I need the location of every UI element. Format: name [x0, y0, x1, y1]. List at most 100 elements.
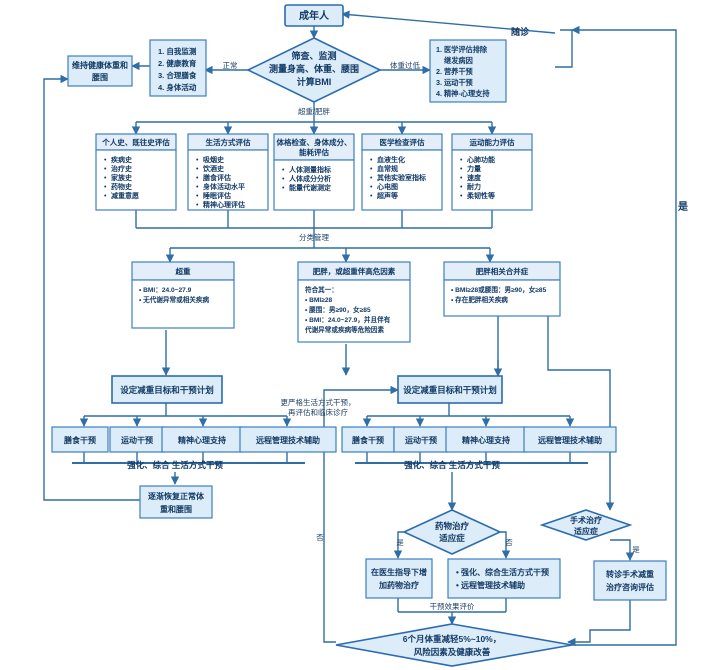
strengthen-left: 强化、综合 生活方式干预	[127, 460, 223, 470]
assess-item: 人体测量指标	[289, 165, 331, 174]
drug-line-1: 药物治疗	[435, 521, 470, 531]
assess-header	[273, 133, 355, 161]
arrow-goal-no-plan	[323, 385, 399, 643]
self-care-item: 1. 自我监测	[158, 46, 197, 56]
assess-item: 力量	[467, 164, 481, 173]
assess-item-bullet: •	[370, 166, 373, 173]
goal-decision	[335, 623, 573, 667]
drug-no-box	[447, 558, 561, 599]
screening-decision	[246, 37, 382, 103]
assess-item-bullet: •	[282, 167, 285, 174]
label-eval-effect: 干预效果评价	[430, 601, 475, 611]
label-classify: 分类管理	[299, 232, 329, 242]
assess-item-bullet: •	[460, 184, 463, 191]
intervention-box	[51, 426, 109, 453]
assess-title: 生活方式评估	[206, 137, 251, 147]
drug-no-line-1: • 强化、综合生活方式干预	[456, 567, 549, 577]
category-boxes: 超重• BMI：24.0~27.9• 无代谢异常或相关疾病肥胖，或超重伴高危因素…	[131, 261, 561, 343]
assess-item: 耐力	[467, 182, 481, 191]
label-overweight: 超重/肥胖	[298, 106, 331, 116]
label-stricter-1: 更严格生活方式干预，	[281, 397, 356, 407]
assess-item-bullet: •	[104, 175, 107, 182]
intervention-label: 运动干预	[405, 435, 437, 445]
plan-right-label: 设定减重目标和干预计划	[403, 385, 497, 395]
intervention-label: 膳食干预	[352, 435, 384, 445]
screening-line-2: 测量身高、体重、腰围	[269, 63, 359, 74]
drug-decision	[402, 509, 502, 555]
assess-item: 吸烟史	[203, 155, 225, 164]
assess-item-bullet: •	[104, 157, 107, 164]
assess-item: 膳食评估	[202, 173, 231, 182]
assess-item: 睡眠评估	[203, 191, 231, 200]
label-normal: 正常	[223, 61, 238, 70]
maintain-line-2: 腰围	[91, 72, 108, 82]
assess-item-bullet: •	[282, 185, 285, 192]
assess-item: 超声等	[377, 191, 398, 200]
assess-item: 柔韧性等	[467, 191, 495, 200]
category-body	[131, 279, 235, 329]
assess-title: 医学检查评估	[380, 137, 425, 147]
assess-item-bullet: •	[370, 184, 373, 191]
label-goal-yes: 是	[677, 201, 688, 213]
category-line: • BMI：24.0~27.9，并且伴有	[305, 315, 391, 324]
self-care-item: 4. 身体活动	[158, 82, 197, 92]
assess-item-bullet: •	[370, 157, 373, 164]
assess-item: 家族史	[111, 173, 133, 182]
assess-item: 精神心理评估	[203, 200, 245, 209]
category-title: 肥胖相关合并症	[476, 266, 529, 276]
category-line: • 存在肥胖相关疾病	[451, 295, 508, 304]
label-surgery-yes: 是	[632, 545, 640, 554]
underweight-care-box	[429, 39, 507, 103]
assess-body	[361, 149, 443, 211]
surgery-yes-line-1: 转诊手术减重	[606, 569, 654, 579]
intervention-label: 远程管理技术辅助	[256, 435, 320, 445]
underweight-care-item: 继发病因	[444, 56, 473, 65]
category-line: 代谢异常或疾病等危险因素	[304, 325, 385, 334]
intervention-label: 运动干预	[121, 435, 153, 445]
category-line: • 无代谢异常或相关疾病	[139, 295, 209, 304]
intervention-label: 精神心理支持	[178, 435, 226, 445]
restore-line-1: 逐渐恢复正常体	[148, 491, 205, 501]
maintain-line-1: 维持健康体重和	[72, 60, 128, 70]
assess-item-bullet: •	[104, 193, 107, 200]
assess-item-bullet: •	[460, 166, 463, 173]
assess-item: 药物史	[111, 182, 133, 191]
assess-item: 饮酒史	[202, 164, 225, 173]
maintain-box	[67, 55, 133, 87]
intervention-box	[161, 426, 243, 453]
assess-item: 治疗史	[111, 164, 133, 173]
assess-item: 人体成分分析	[289, 174, 331, 183]
assess-title: 运动能力评估	[470, 137, 515, 147]
assess-item-bullet: •	[196, 184, 199, 191]
assess-item: 身体活动水平	[202, 182, 245, 191]
underweight-care-item: 1. 医学评估排除	[436, 45, 488, 54]
assess-item-bullet: •	[370, 175, 373, 182]
assess-item: 其他实验室指标	[377, 173, 426, 182]
drug-no-line-2: • 远程管理技术辅助	[456, 580, 525, 590]
arrow-drug-no	[500, 531, 511, 559]
arrow-goal-yes-revisit	[571, 25, 677, 646]
assess-item: 能量代谢测定	[289, 183, 331, 192]
underweight-care-item: 4. 精神-心理支持	[436, 89, 490, 98]
assess-title: 能耗评估	[299, 147, 329, 157]
assess-title: 体格检查、身体成分、	[277, 137, 352, 147]
surgery-line-2: 适应症	[574, 526, 598, 536]
assess-item-bullet: •	[460, 175, 463, 182]
label-drug-yes: 是	[396, 538, 404, 547]
assess-item: 减重意愿	[111, 191, 139, 200]
assess-title: 个人史、既往史评估	[101, 137, 170, 147]
category-title: 肥胖，或超重伴高危因素	[313, 266, 396, 276]
intervention-box	[523, 426, 617, 453]
intervention-label: 精神心理支持	[462, 435, 510, 445]
revisit-label: 随诊	[511, 26, 530, 37]
drug-yes-line-2: 加药物治疗	[378, 580, 419, 590]
assess-item-bullet: •	[282, 176, 285, 183]
assess-item-bullet: •	[460, 193, 463, 200]
surgery-yes-line-2: 治疗咨询评估	[606, 582, 654, 592]
self-care-item: 3. 合理膳食	[158, 70, 197, 80]
plan-box-left	[111, 375, 223, 404]
intervention-box	[239, 426, 337, 453]
arrow-restore-maintain	[43, 74, 140, 501]
